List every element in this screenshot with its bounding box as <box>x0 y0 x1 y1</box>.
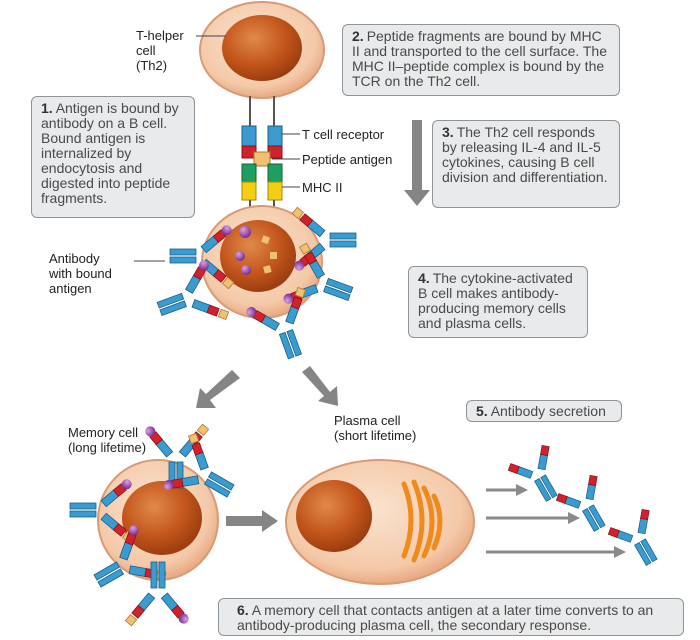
process-arrows <box>196 120 430 532</box>
internalized-antigen-icon <box>241 265 251 275</box>
b-cell-nucleus <box>220 220 296 292</box>
peptide-fragment-icon <box>263 265 272 274</box>
peptide-antigen-label: Peptide antigen <box>302 152 393 167</box>
step-number: 5. <box>476 403 488 419</box>
antibody-icon <box>507 445 558 502</box>
arrow-to-plasma <box>302 366 338 406</box>
step-1-box: 1.Antigen is bound by antibody on a B ce… <box>31 96 195 218</box>
mhc-left-yellow <box>241 181 257 201</box>
memory-cell-nucleus <box>122 481 202 555</box>
mhc-left-green <box>241 163 257 183</box>
step-text: Antigen is bound by antibody on a B cell… <box>41 100 179 206</box>
t-helper-nucleus <box>222 15 302 81</box>
t-helper-label: T-helper cell (Th2) <box>136 28 184 73</box>
step-text: A memory cell that contacts antigen at a… <box>237 602 654 633</box>
antibody-icon <box>555 475 606 532</box>
step-5-box: 5.Antibody secretion <box>466 400 622 422</box>
b-cell <box>134 205 323 319</box>
tcr-mhc-complex <box>196 35 300 214</box>
t-cell-receptor-label: T cell receptor <box>302 127 385 142</box>
memory-cell-label: Memory cell (long lifetime) <box>68 425 147 455</box>
step-number: 4. <box>418 270 430 286</box>
peptide-fragment-icon <box>270 252 277 259</box>
step-text: Peptide fragments are bound by MHC II an… <box>352 28 608 89</box>
antibody-bound-antigen-label: Antibody with bound antigen <box>49 251 112 296</box>
step-3-box: 3.The Th2 cell responds by releasing IL-… <box>432 120 620 208</box>
peptide-antigen-shape <box>253 151 271 167</box>
plasma-cell-label: Plasma cell (short lifetime) <box>334 413 417 443</box>
tcr-left-chain <box>241 125 257 147</box>
t-helper-cell <box>199 1 325 99</box>
arrow-to-memory <box>196 370 240 408</box>
secretion-arrows <box>486 484 626 558</box>
mhc-right-green <box>267 163 283 183</box>
arrow-step3-down <box>404 120 430 206</box>
antibody-icon <box>69 479 135 544</box>
step-text: The cytokine-activated B cell makes anti… <box>418 270 573 331</box>
antibody-icon <box>156 260 230 321</box>
golgi-apparatus <box>401 479 443 563</box>
mhc-right-yellow <box>267 181 283 201</box>
antibody-group <box>69 206 658 627</box>
step-2-box: 2.Peptide fragments are bound by MHC II … <box>342 24 620 96</box>
plasma-cell <box>285 459 475 585</box>
internalized-antigen-icon <box>239 226 251 238</box>
antibody-icon <box>607 509 658 566</box>
plasma-cell-nucleus <box>296 480 372 552</box>
mhc-ii-label: MHC II <box>302 180 343 195</box>
step-number: 1. <box>41 100 53 116</box>
antibody-icon <box>124 561 189 627</box>
peptide-fragment-icon <box>261 235 271 245</box>
memory-cell <box>97 459 219 581</box>
step-6-box: 6.A memory cell that contacts antigen at… <box>218 598 684 636</box>
step-text: The Th2 cell responds by releasing IL-4 … <box>442 124 608 185</box>
step-number: 3. <box>442 124 454 140</box>
step-text: Antibody secretion <box>490 403 606 419</box>
step-number: 2. <box>352 28 364 44</box>
antibody-icon <box>246 286 307 360</box>
step-number: 6. <box>237 602 249 618</box>
arrow-memory-to-plasma <box>226 510 278 532</box>
tcr-right-chain <box>267 125 283 147</box>
antibody-icon <box>163 432 235 498</box>
step-4-box: 4.The cytokine-activated B cell makes an… <box>408 266 588 338</box>
internalized-antigen-icon <box>235 251 245 261</box>
